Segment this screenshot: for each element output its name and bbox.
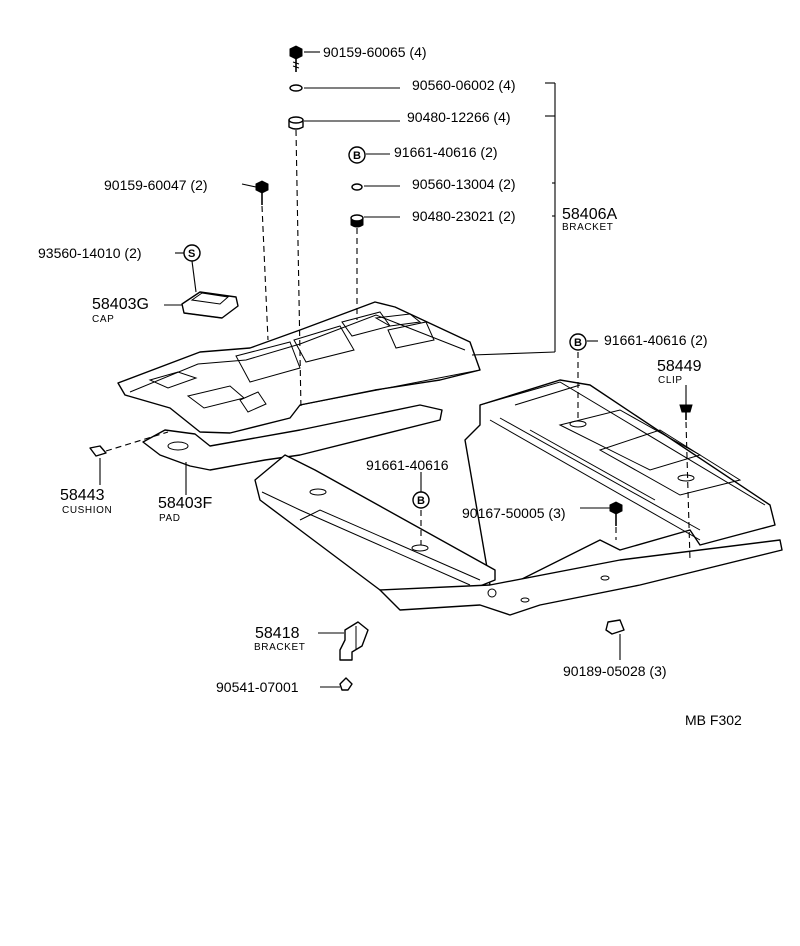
floor-front-section — [254, 454, 496, 596]
label-58403f-name: PAD — [159, 513, 181, 524]
bolt-90159-60065-icon — [289, 45, 303, 72]
label-58406a-name: BRACKET — [562, 222, 613, 233]
marker-b-center-text: B — [417, 495, 425, 507]
cap-58403g-icon — [181, 291, 239, 319]
assembly-dashed-lines — [105, 129, 691, 561]
label-58418-name: BRACKET — [254, 642, 305, 653]
figure-code: MB F302 — [685, 712, 742, 728]
label-58403f: 58403F — [158, 495, 212, 512]
bracket-58418-icon — [339, 621, 369, 661]
marker-b-right-icon: B — [569, 333, 587, 351]
label-58418: 58418 — [255, 625, 300, 642]
label-90480-23021: 90480-23021 (2) — [412, 208, 516, 224]
marker-s-icon: S — [183, 244, 201, 262]
label-90541-07001: 90541-07001 — [216, 679, 299, 695]
marker-b-center-icon: B — [412, 491, 430, 509]
cushion-58443-icon — [89, 445, 107, 457]
label-58403g-name: CAP — [92, 314, 114, 325]
clip-58449-icon — [679, 404, 693, 420]
marker-b-text: B — [353, 150, 361, 162]
bolt-90159-60047-icon — [255, 180, 269, 205]
label-58403g: 58403G — [92, 296, 149, 313]
collar-90480-12266-icon — [288, 116, 304, 130]
bolt-90167-50005-icon — [609, 501, 623, 526]
leader-lines — [99, 51, 687, 688]
label-58449: 58449 — [657, 358, 702, 375]
label-58449-name: CLIP — [658, 375, 683, 386]
washer-90560-06002-icon — [289, 84, 303, 92]
label-90167-50005: 90167-50005 (3) — [462, 505, 566, 521]
bracket-58406a-plate — [117, 301, 481, 434]
label-90189-05028: 90189-05028 (3) — [563, 663, 667, 679]
label-90159-60065: 90159-60065 (4) — [323, 44, 427, 60]
collar-90480-23021-icon — [350, 214, 364, 228]
floor-tray-assembly — [464, 379, 776, 591]
marker-b-right-text: B — [574, 337, 582, 349]
label-58443-name: CUSHION — [62, 505, 112, 516]
nut-90189-05028-icon — [605, 619, 625, 635]
label-90560-06002: 90560-06002 (4) — [412, 77, 516, 93]
pad-58403f-plate — [142, 404, 443, 471]
label-90480-12266: 90480-12266 (4) — [407, 109, 511, 125]
marker-b-icon: B — [348, 146, 366, 164]
label-90159-60047: 90159-60047 (2) — [104, 177, 208, 193]
floor-bottom-rail — [379, 539, 783, 616]
label-93560-14010: 93560-14010 (2) — [38, 245, 142, 261]
label-91661-40616-right: 91661-40616 (2) — [604, 332, 708, 348]
label-58443: 58443 — [60, 487, 105, 504]
label-91661-40616-top: 91661-40616 (2) — [394, 144, 498, 160]
washer-90560-13004-icon — [351, 183, 363, 191]
label-91661-40616-center: 91661-40616 — [366, 457, 449, 473]
label-90560-13004: 90560-13004 (2) — [412, 176, 516, 192]
part-labels: 90159-60065 (4) 90560-06002 (4) 90480-12… — [38, 44, 742, 728]
nut-90541-07001-icon — [339, 677, 353, 691]
marker-s-text: S — [188, 248, 195, 260]
label-58406a: 58406A — [562, 206, 617, 223]
